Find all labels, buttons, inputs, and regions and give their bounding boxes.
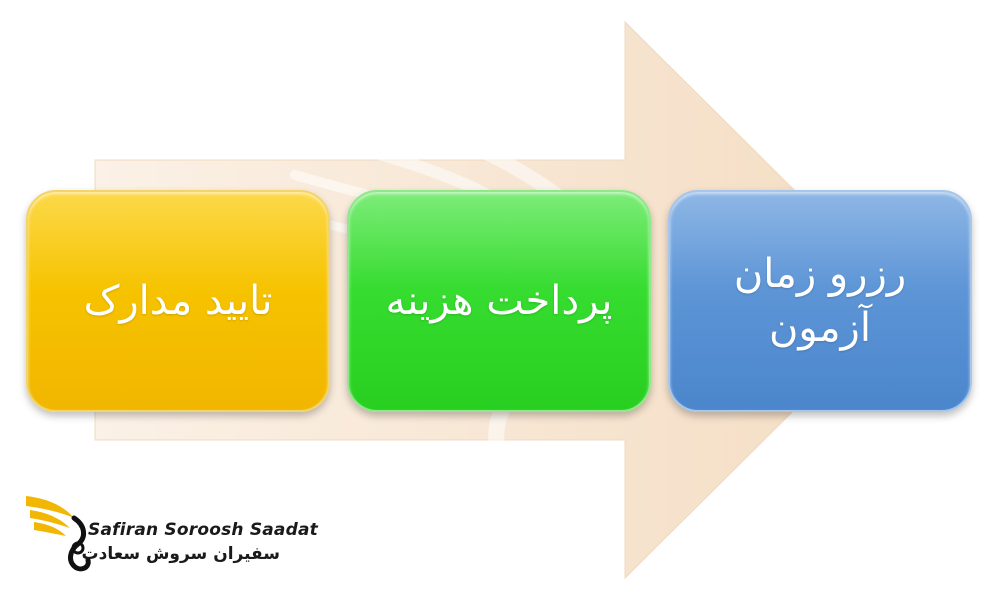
step-payment: پرداخت هزینه [347,190,651,412]
step-label: رزرو زمان آزمون [733,251,907,351]
winged-swan-logo-icon [26,496,91,572]
company-name-persian: سفیران سروش سعادت [81,544,280,564]
step-label: پرداخت هزینه [385,278,613,324]
step-label: تایید مدارک [83,278,273,324]
company-logo: Safiran Soroosh Saadat سفیران سروش سعادت [22,490,318,580]
company-name-english: Safiran Soroosh Saadat [88,520,318,540]
step-verify-documents: تایید مدارک [26,190,330,412]
step-book-exam-time: رزرو زمان آزمون [668,190,972,412]
